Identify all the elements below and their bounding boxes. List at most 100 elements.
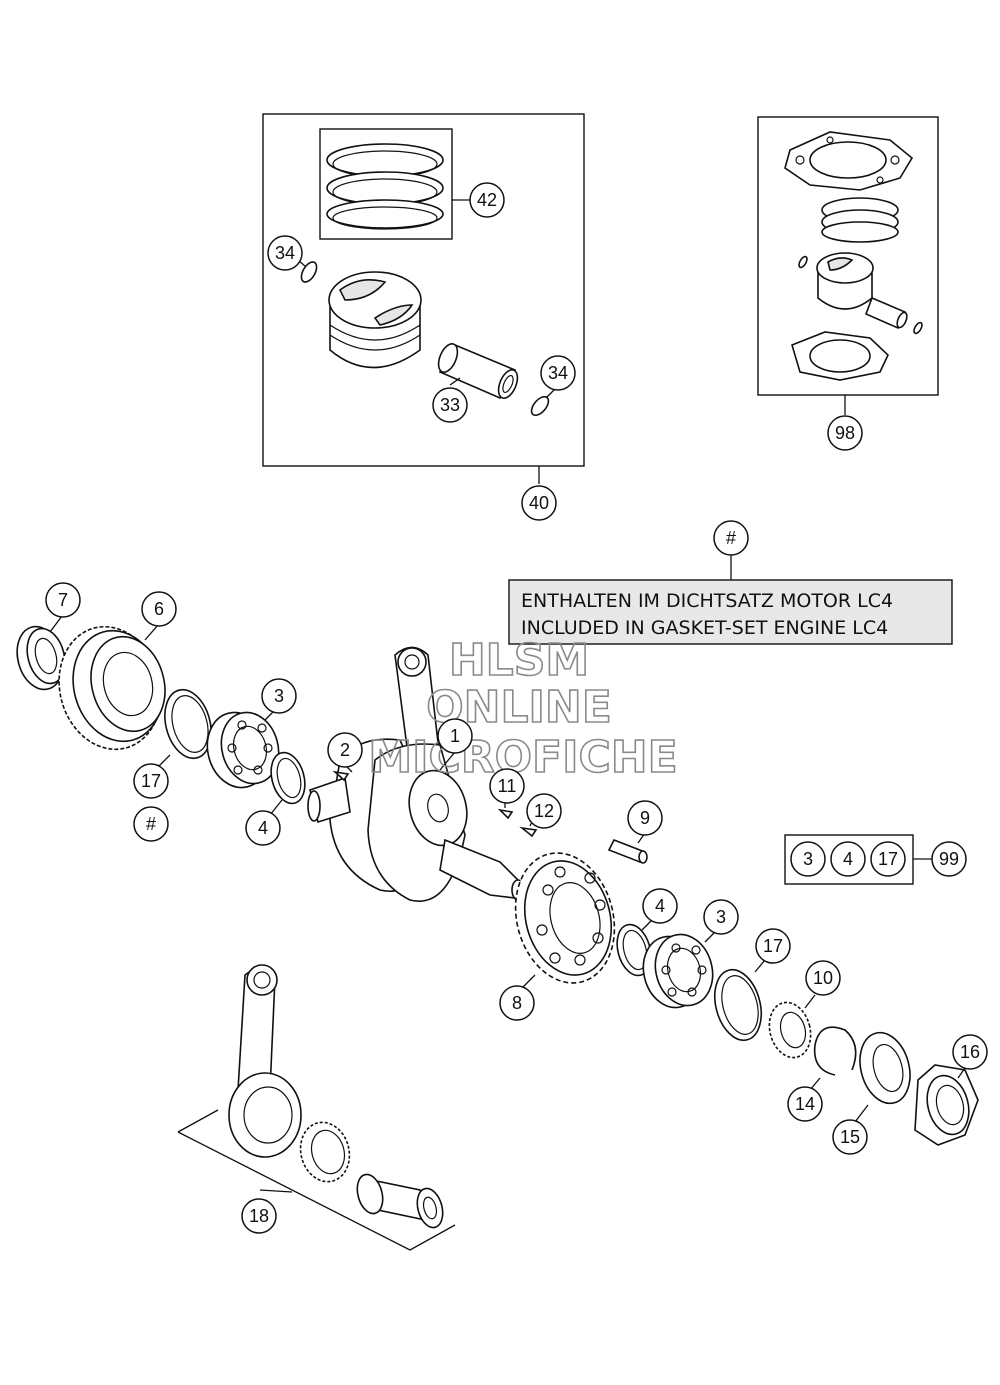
callout-40[interactable]: 40 xyxy=(521,485,557,521)
svg-text:15: 15 xyxy=(840,1127,860,1147)
piston-ring-frame xyxy=(319,128,453,240)
callout-99[interactable]: 99 xyxy=(931,841,967,877)
svg-text:4: 4 xyxy=(258,818,268,838)
kit-99-item-3[interactable]: 3 xyxy=(790,841,826,877)
callout-9[interactable]: 9 xyxy=(627,800,663,836)
callout-hash-left[interactable]: # xyxy=(133,806,169,842)
callout-8[interactable]: 8 xyxy=(499,985,535,1021)
svg-text:34: 34 xyxy=(275,243,295,263)
callout-7[interactable]: 7 xyxy=(45,582,81,618)
callout-3-left[interactable]: 3 xyxy=(261,678,297,714)
seal-ring-7-drawing xyxy=(16,625,66,691)
needle-bearing-drawing xyxy=(299,1121,351,1183)
svg-text:8: 8 xyxy=(512,993,522,1013)
callout-34-left[interactable]: 34 xyxy=(267,235,303,271)
piston-kit-group xyxy=(262,113,585,484)
svg-text:4: 4 xyxy=(843,849,853,869)
note-frame xyxy=(508,579,953,645)
gasket-kit-group xyxy=(757,116,939,415)
callout-18[interactable]: 18 xyxy=(241,1198,277,1234)
callout-42[interactable]: 42 xyxy=(469,182,505,218)
callout-note-hash[interactable]: # xyxy=(713,520,749,556)
svg-text:7: 7 xyxy=(58,590,68,610)
shim-4-drawing xyxy=(270,751,306,805)
bearing-kit-99 xyxy=(784,834,932,885)
callout-11[interactable]: 11 xyxy=(489,768,525,804)
callout-2[interactable]: 2 xyxy=(327,732,363,768)
svg-text:17: 17 xyxy=(141,771,161,791)
callout-6[interactable]: 6 xyxy=(141,591,177,627)
circlip-right-drawing xyxy=(530,395,550,417)
callout-4-left[interactable]: 4 xyxy=(245,810,281,846)
svg-text:9: 9 xyxy=(640,808,650,828)
callout-34-right[interactable]: 34 xyxy=(540,355,576,391)
kit-99-item-17[interactable]: 17 xyxy=(870,841,906,877)
note-box: ENTHALTEN IM DICHTSATZ MOTOR LC4 INCLUDE… xyxy=(508,555,953,645)
callout-1[interactable]: 1 xyxy=(437,718,473,754)
svg-text:14: 14 xyxy=(795,1094,815,1114)
svg-text:98: 98 xyxy=(835,423,855,443)
piston-pin-drawing xyxy=(437,343,519,400)
callout-15[interactable]: 15 xyxy=(832,1119,868,1155)
crank-pin-drawing xyxy=(356,1173,444,1229)
watermark-line-1: HLSM xyxy=(449,635,589,686)
timing-sprocket-8-drawing xyxy=(514,852,616,984)
callout-4-right[interactable]: 4 xyxy=(642,888,678,924)
note-line-en: INCLUDED IN GASKET-SET ENGINE LC4 xyxy=(521,617,888,639)
svg-text:12: 12 xyxy=(534,801,554,821)
callout-14[interactable]: 14 xyxy=(787,1086,823,1122)
svg-text:33: 33 xyxy=(440,395,460,415)
svg-text:18: 18 xyxy=(249,1206,269,1226)
watermark: HLSM ONLINE MICROFICHE xyxy=(368,634,679,784)
svg-text:34: 34 xyxy=(548,363,568,383)
svg-text:42: 42 xyxy=(477,190,497,210)
spring-washer-15-drawing xyxy=(859,1031,911,1105)
callout-3-right[interactable]: 3 xyxy=(703,899,739,935)
piston-kit-frame xyxy=(262,113,585,467)
svg-text:3: 3 xyxy=(716,907,726,927)
svg-text:6: 6 xyxy=(154,599,164,619)
callout-17-left[interactable]: 17 xyxy=(133,763,169,799)
kit-99-item-4[interactable]: 4 xyxy=(830,841,866,877)
svg-text:#: # xyxy=(146,814,156,834)
note-line-de: ENTHALTEN IM DICHTSATZ MOTOR LC4 xyxy=(521,590,893,612)
svg-text:3: 3 xyxy=(803,849,813,869)
callout-17-right[interactable]: 17 xyxy=(755,928,791,964)
shaft-seal-17b-drawing xyxy=(713,968,763,1042)
circlip-left-drawing xyxy=(300,261,318,283)
shaft-seal-17-drawing xyxy=(164,688,212,760)
svg-text:2: 2 xyxy=(340,740,350,760)
svg-text:40: 40 xyxy=(529,493,549,513)
svg-text:17: 17 xyxy=(878,849,898,869)
piston-drawing xyxy=(328,271,422,369)
gasket-kit-frame xyxy=(757,116,939,396)
circlip-14-drawing xyxy=(813,1026,857,1076)
callout-98[interactable]: 98 xyxy=(827,415,863,451)
right-shaft-parts xyxy=(514,832,979,1146)
svg-text:4: 4 xyxy=(655,896,665,916)
callouts: 42 34 34 33 40 98 # 7 6 3 2 1 17 # 4 11 … xyxy=(45,182,988,1234)
ball-bearing-3-drawing xyxy=(206,711,280,789)
callout-33[interactable]: 33 xyxy=(432,387,468,423)
svg-text:16: 16 xyxy=(960,1042,980,1062)
watermark-line-3: MICROFICHE xyxy=(368,732,677,783)
nut-16-drawing xyxy=(914,1064,979,1146)
svg-text:10: 10 xyxy=(813,968,833,988)
woodruff-key-11-drawing xyxy=(497,808,514,820)
callout-12[interactable]: 12 xyxy=(526,793,562,829)
svg-text:3: 3 xyxy=(274,686,284,706)
svg-text:1: 1 xyxy=(450,726,460,746)
callout-10[interactable]: 10 xyxy=(805,960,841,996)
svg-text:#: # xyxy=(726,528,736,548)
svg-text:99: 99 xyxy=(939,849,959,869)
conrod-kit-18 xyxy=(177,964,456,1251)
primary-gear-6-drawing xyxy=(58,625,166,751)
woodruff-key-2-drawing xyxy=(332,770,350,782)
callout-16[interactable]: 16 xyxy=(952,1034,988,1070)
left-shaft-parts xyxy=(16,615,306,816)
svg-text:17: 17 xyxy=(763,936,783,956)
connecting-rod-drawing xyxy=(228,964,302,1158)
ball-bearing-3b-drawing xyxy=(642,933,714,1009)
piston-rings-drawing xyxy=(326,143,444,230)
